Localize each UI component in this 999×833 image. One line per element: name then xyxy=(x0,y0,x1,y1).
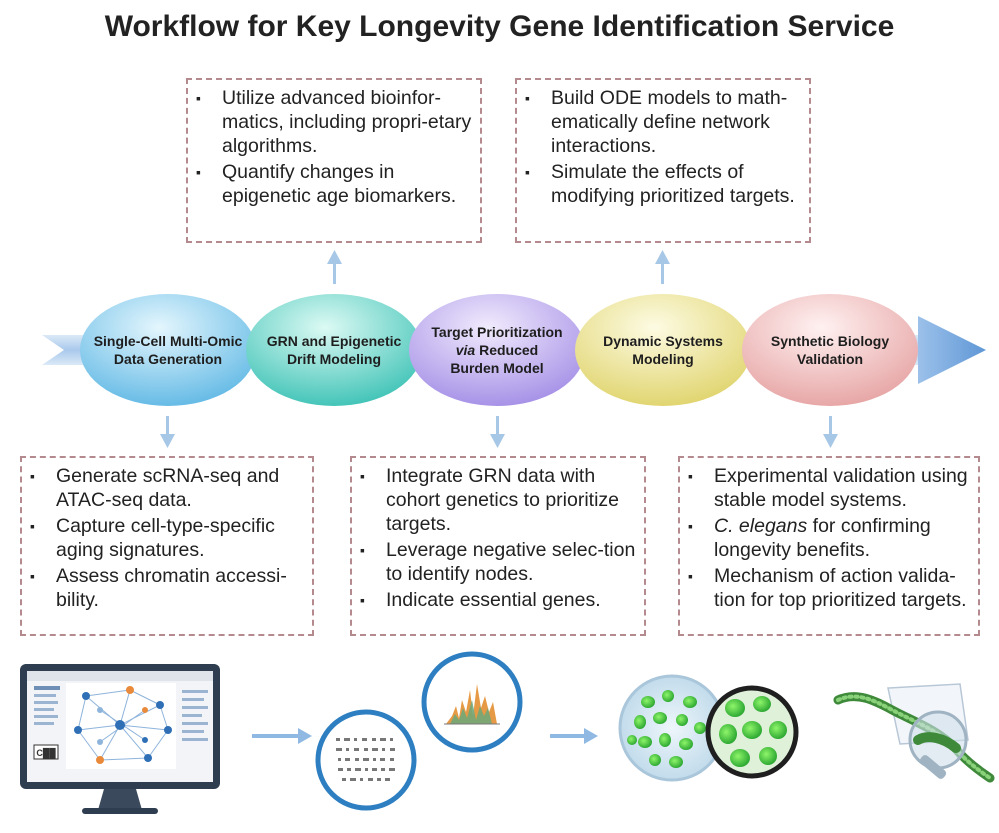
down-arrows xyxy=(160,416,838,448)
stage-line: Dynamic Systems xyxy=(603,333,723,349)
stage-line: Synthetic Biology xyxy=(770,333,890,349)
list-item: Integrate GRN data with cohort genetics … xyxy=(360,464,636,536)
list-item: Experimental validation using stable mod… xyxy=(688,464,970,512)
bottom-box-data-generation: Generate scRNA-seq and ATAC-seq data. Ca… xyxy=(20,456,314,636)
monitor-illustration xyxy=(20,664,220,814)
list-item: Generate scRNA-seq and ATAC-seq data. xyxy=(30,464,304,512)
page-title: Workflow for Key Longevity Gene Identifi… xyxy=(104,10,895,43)
magnifier-cells xyxy=(705,685,799,779)
flow-arrow-2 xyxy=(550,728,598,744)
list-item: Quantify changes in epigenetic age bioma… xyxy=(196,160,472,208)
worm-illustration xyxy=(833,683,995,783)
petri-dish xyxy=(618,674,726,782)
stage-line-italic: via xyxy=(455,342,476,358)
up-arrows xyxy=(327,250,670,284)
list-item: Capture cell-type-specific aging signatu… xyxy=(30,514,304,562)
stage-ellipse-5 xyxy=(742,294,918,406)
top-box-ode-models: Build ODE models to math-ematically defi… xyxy=(515,78,811,243)
list-item: Utilize advanced bioinfor-matics, includ… xyxy=(196,86,472,158)
bottom-box-validation: Experimental validation using stable mod… xyxy=(678,456,980,636)
top-box-bioinformatics: Utilize advanced bioinfor-matics, includ… xyxy=(186,78,482,243)
stage-line-rest: Reduced xyxy=(475,342,539,358)
list-item: C. elegans for confirming longevity bene… xyxy=(688,514,970,562)
flow-arrow-1 xyxy=(252,728,312,744)
stage-line: Data Generation xyxy=(113,351,223,367)
list-item: Indicate essential genes. xyxy=(360,588,636,612)
stage-line: Single-Cell Multi-Omic xyxy=(93,333,243,349)
monitor-badge: C██ xyxy=(36,748,56,758)
sequence-circle xyxy=(315,709,417,811)
bottom-box-prioritization: Integrate GRN data with cohort genetics … xyxy=(350,456,646,636)
stage-line: Modeling xyxy=(632,351,694,367)
stage-line: Burden Model xyxy=(450,360,544,376)
stage-line: GRN and Epigenetic xyxy=(266,333,402,349)
item-text: Mechanism of action valida-tion for top … xyxy=(714,565,967,611)
stage-line: Validation xyxy=(796,351,864,367)
list-item: Simulate the effects of modifying priori… xyxy=(525,160,801,208)
stage-line: Drift Modeling xyxy=(286,351,382,367)
list-item: Leverage negative selec-tion to identify… xyxy=(360,538,636,586)
item-species: C. elegans xyxy=(714,515,808,537)
stage-label-target-prioritization: Target Prioritization via Reduced Burden… xyxy=(409,294,585,406)
stage-ellipse-4 xyxy=(575,294,751,406)
item-text: for confirming longevity benefits. xyxy=(714,515,931,561)
list-item: Mechanism of action valida-tion for top … xyxy=(688,564,970,612)
stage-line: Target Prioritization xyxy=(431,324,563,340)
item-text: Experimental validation using stable mod… xyxy=(714,465,968,511)
stage-line: via Reduced xyxy=(431,341,562,359)
stage-ellipse-2 xyxy=(246,294,422,406)
list-item: Build ODE models to math-ematically defi… xyxy=(525,86,801,158)
peaks-circle xyxy=(421,651,523,753)
stage-ellipse-1 xyxy=(80,294,256,406)
stage-ellipse-3 xyxy=(409,294,585,406)
list-item: Assess chromatin accessi-bility. xyxy=(30,564,304,612)
